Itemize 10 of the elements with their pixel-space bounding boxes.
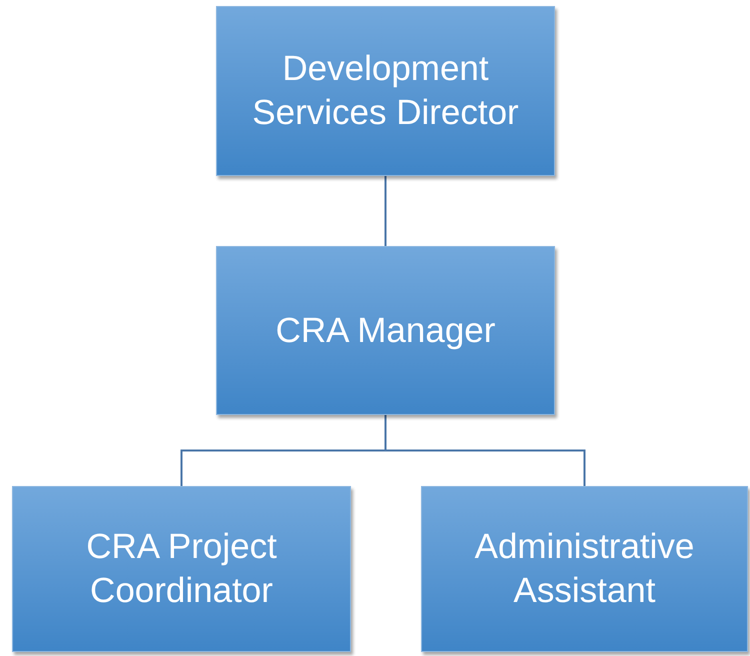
role-box — [216, 246, 555, 415]
role-box — [421, 486, 748, 652]
role-title: Administrative Assistant — [474, 526, 696, 612]
role-box — [216, 6, 555, 176]
role-title: Development Services Director — [251, 48, 520, 134]
role-box — [12, 486, 351, 652]
connector-line — [384, 415, 586, 486]
connector-line — [384, 176, 386, 246]
role-title: CRA Project Coordinator — [85, 526, 278, 612]
role-title: CRA Manager — [276, 310, 496, 352]
